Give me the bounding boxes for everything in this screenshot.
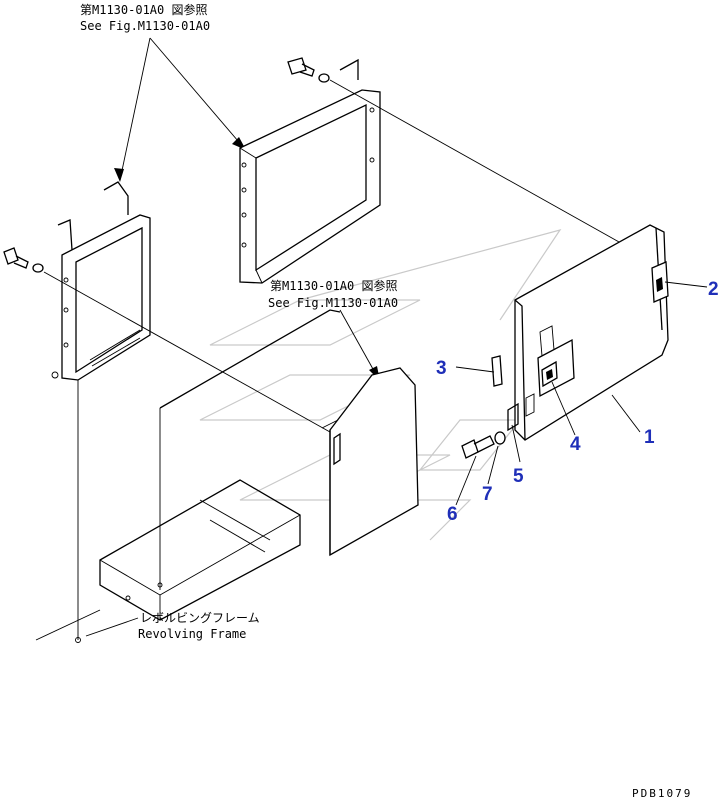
- left-bolt-washer: [3, 247, 331, 433]
- top-reference-leaders: [114, 37, 246, 182]
- revolving-frame-part: [35, 380, 301, 643]
- callout-leaders: [455, 281, 708, 506]
- side-cover-part: [507, 224, 669, 441]
- upper-bolt-washer: [287, 57, 661, 266]
- callout-5: 5: [513, 466, 524, 487]
- callout-4: 4: [570, 434, 581, 455]
- bolt-part: [461, 435, 495, 459]
- upper-frame-part: [239, 58, 381, 284]
- top-reference-en: See Fig.M1130-01A0: [80, 19, 210, 33]
- washer-part: [494, 431, 506, 445]
- callout-3: 3: [436, 358, 447, 379]
- revolving-frame-jp: レボルビングフレーム: [140, 611, 260, 625]
- pad-part: [491, 355, 503, 387]
- mid-reference-leader: [339, 309, 380, 381]
- callout-7: 7: [482, 484, 493, 505]
- drawing-code: PDB1079: [632, 787, 692, 800]
- callout-6: 6: [447, 504, 458, 525]
- callout-2: 2: [708, 279, 719, 300]
- center-cover-panel: [159, 309, 419, 590]
- revolving-frame-leader: [85, 617, 139, 637]
- top-reference-jp: 第M1130-01A0 図参照: [80, 2, 207, 17]
- mid-reference-en: See Fig.M1130-01A0: [268, 296, 398, 310]
- left-frame-part: [51, 181, 151, 381]
- revolving-frame-en: Revolving Frame: [138, 627, 246, 641]
- callout-1: 1: [644, 427, 655, 448]
- mid-reference-jp: 第M1130-01A0 図参照: [270, 278, 397, 293]
